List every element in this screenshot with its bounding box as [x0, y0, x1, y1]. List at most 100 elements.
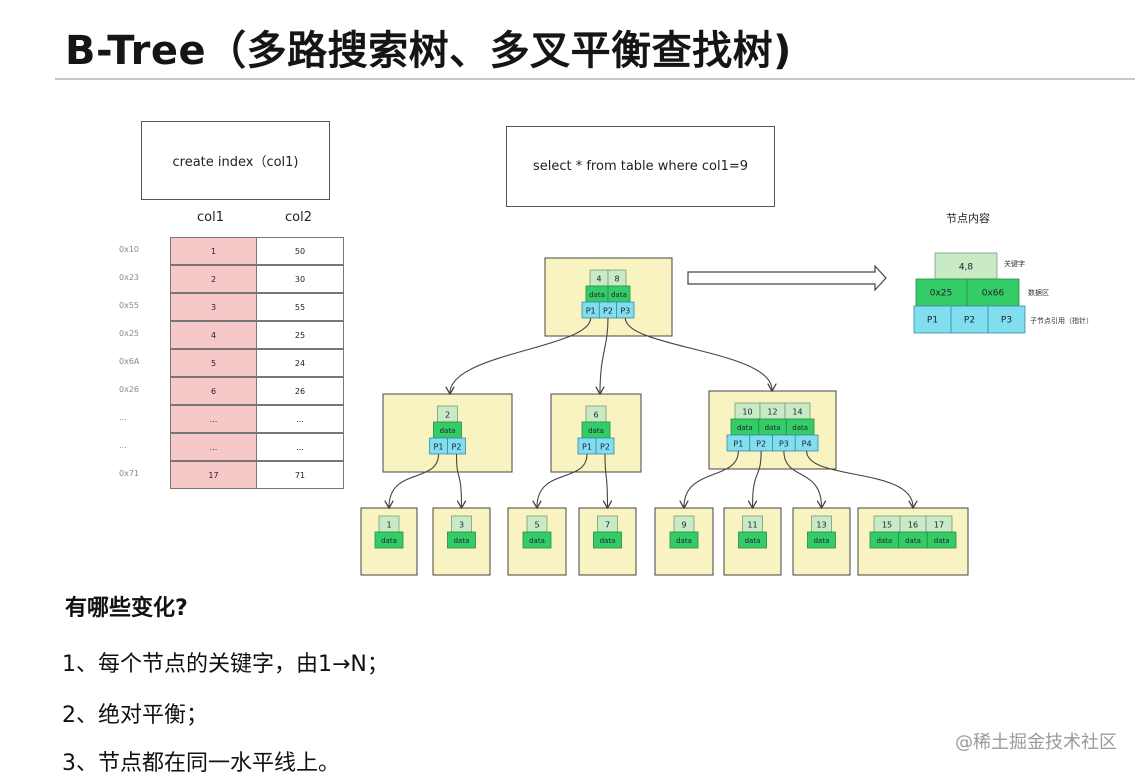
leaf-node-key	[873, 515, 901, 533]
page-title: B-Tree（多路搜索树、多叉平衡查找树)	[65, 28, 792, 74]
change-item-3: 3、节点都在同一水平线上。	[62, 751, 340, 776]
level2-node-data-label: data	[440, 427, 456, 435]
level2-node-key-label: 12	[767, 408, 777, 417]
legend-key-label: 关键字	[1004, 259, 1025, 268]
leaf-node-data	[869, 531, 900, 549]
leaf-node-key-label: 15	[882, 521, 892, 530]
level2-node-key	[784, 402, 811, 420]
changes-question: 有哪些变化?	[65, 596, 188, 621]
leaf-node-key-label: 9	[681, 521, 686, 530]
level2-node-ptr-label: P2	[600, 443, 610, 452]
edge-arrow	[605, 453, 608, 507]
level2-node-ptr-label: P2	[756, 440, 766, 449]
col1-cell: 4	[170, 321, 257, 349]
leaf-node	[360, 507, 418, 576]
col1-cell: ...	[170, 433, 257, 461]
level2-node	[708, 390, 837, 470]
row-address: ...	[119, 413, 127, 422]
leaf-node	[578, 507, 637, 576]
root-node-key-label: 4	[596, 275, 601, 284]
leaf-node-key	[378, 515, 400, 533]
col1-header: col1	[197, 210, 224, 225]
leaf-node-data-label: data	[934, 537, 950, 545]
leaf-node-key	[899, 515, 927, 533]
legend-title: 节点内容	[946, 211, 990, 225]
leaf-node-data	[593, 531, 622, 549]
level2-node-key	[759, 402, 786, 420]
leaf-node	[857, 507, 969, 576]
row-address: 0x71	[119, 469, 140, 478]
row-address: 0x26	[119, 385, 140, 394]
leaf-node-key-label: 1	[386, 521, 391, 530]
legend-ptr	[950, 305, 989, 334]
leaf-node-data	[522, 531, 552, 549]
create-index-box: create index（col1)	[141, 121, 330, 200]
level2-node-key	[585, 405, 607, 423]
leaf-node-data-label: data	[600, 537, 616, 545]
col2-cell: 24	[256, 349, 344, 377]
level2-node-data	[581, 421, 611, 439]
row-address: 0x55	[119, 301, 140, 310]
leaf-node-data-label: data	[529, 537, 545, 545]
col2-cell: ...	[256, 405, 344, 433]
leaf-node-key	[925, 515, 953, 533]
leaf-node-data-label: data	[905, 537, 921, 545]
legend-ptr-label: P1	[927, 316, 938, 326]
level2-node	[550, 393, 642, 473]
leaf-node-data	[374, 531, 404, 549]
leaf-node-key-label: 5	[534, 521, 539, 530]
root-node-ptr	[598, 301, 618, 319]
level2-node-ptr	[429, 437, 448, 455]
leaf-node	[654, 507, 714, 576]
level2-node-data	[758, 418, 787, 436]
leaf-node-data	[926, 531, 957, 549]
leaf-node-data	[898, 531, 928, 549]
col1-cell: 2	[170, 265, 257, 293]
leaf-node-data	[807, 531, 836, 549]
leaf-node-data-label: data	[454, 537, 470, 545]
level2-node-data	[433, 421, 462, 439]
row-address: 0x25	[119, 329, 140, 338]
change-item-2: 2、绝对平衡；	[62, 703, 208, 728]
leaf-node-key-label: 16	[908, 521, 918, 530]
col1-cell: 6	[170, 377, 257, 405]
level2-node-key-label: 2	[445, 411, 450, 420]
leaf-node-key-label: 7	[605, 521, 610, 530]
root-node-data-label: data	[589, 291, 605, 299]
watermark: @稀土掘金技术社区	[955, 732, 1117, 753]
leaf-node-data-label: data	[676, 537, 692, 545]
col1-cell: 17	[170, 461, 257, 489]
root-node	[544, 257, 673, 337]
level2-node-ptr	[794, 434, 819, 452]
row-address: 0x10	[119, 245, 140, 254]
legend-data-value: 0x66	[982, 289, 1005, 299]
leaf-node	[792, 507, 851, 576]
leaf-node-data-label: data	[814, 537, 830, 545]
row-address: ...	[119, 441, 127, 450]
root-node-data	[607, 285, 631, 303]
root-node-ptr-label: P1	[586, 307, 596, 316]
root-node-ptr	[581, 301, 600, 319]
level2-node-ptr	[595, 437, 615, 455]
leaf-node-data	[738, 531, 767, 549]
legend-ptr-label: P2	[964, 316, 975, 326]
col2-cell: 50	[256, 237, 344, 265]
level2-node-ptr	[447, 437, 466, 455]
edge-arrow	[753, 450, 762, 507]
level2-node	[382, 393, 513, 473]
root-node-ptr	[616, 301, 635, 319]
leaf-node-key-label: 11	[747, 521, 757, 530]
root-node-ptr-label: P3	[620, 307, 630, 316]
leaf-node-data-label: data	[381, 537, 397, 545]
level2-node-key-label: 10	[742, 408, 752, 417]
level2-node-data-label: data	[765, 424, 781, 432]
leaf-node	[723, 507, 782, 576]
legend-ptr-label: 子节点引用（指针）	[1030, 316, 1093, 325]
leaf-node-key	[526, 515, 548, 533]
col1-cell: 5	[170, 349, 257, 377]
edge-arrow	[450, 317, 592, 393]
edge-arrow	[684, 450, 739, 507]
level2-node-ptr-label: P1	[434, 443, 444, 452]
root-node-ptr-label: P2	[603, 307, 613, 316]
leaf-node-key-label: 17	[934, 521, 944, 530]
